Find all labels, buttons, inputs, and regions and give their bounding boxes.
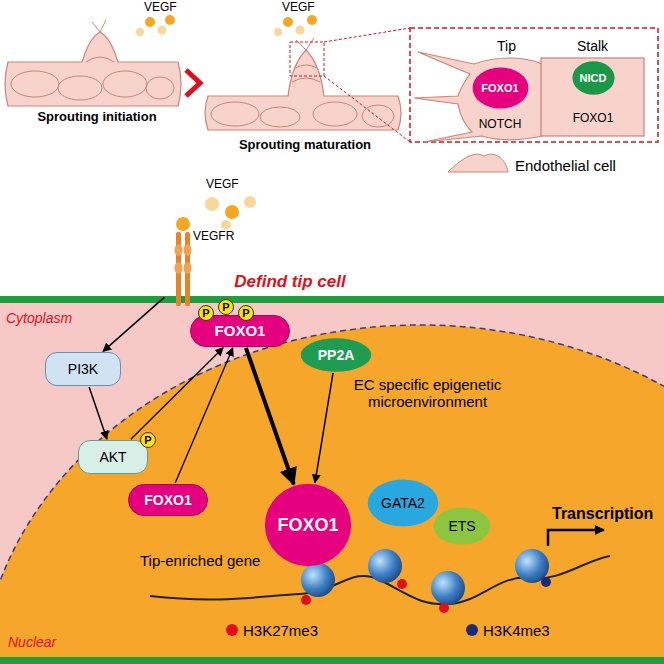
membrane <box>0 657 664 664</box>
node-text: FOXO1 <box>481 82 518 95</box>
nicd-circle: NICD <box>572 61 615 95</box>
node-text: PI3K <box>68 361 98 377</box>
foxo1-label: FOXO1 <box>563 109 623 129</box>
cell-icon <box>448 154 508 172</box>
vessel-initiation <box>5 15 181 106</box>
node-text: NICD <box>580 72 607 85</box>
pi3k-box: PI3K <box>45 352 121 386</box>
text-label: Cytoplasm <box>6 310 106 326</box>
text-label: Tip-enriched gene <box>140 552 275 569</box>
text-label: VEGF <box>144 1 194 15</box>
legend-text: H3K4me3 <box>483 622 550 639</box>
node-text: VEGFR <box>193 230 234 244</box>
legend-text: H3K27me3 <box>243 622 318 639</box>
vegfr-receptor: VEGFR <box>165 230 237 300</box>
arrow <box>131 348 223 440</box>
arrow <box>89 387 107 439</box>
arrow <box>315 373 333 483</box>
foxo1-complex: FOXO1 <box>264 483 352 567</box>
arrow <box>175 348 233 483</box>
text-label: VEGF <box>282 1 332 15</box>
node-text: AKT <box>99 449 126 465</box>
stalk-cell: StalkNICD FOXO1 <box>540 38 645 138</box>
node-text: ETS <box>448 518 475 534</box>
red-arrow <box>186 70 200 96</box>
legend-swatch <box>226 624 238 636</box>
node-text: FOXO1 <box>144 492 191 508</box>
nucleosomes <box>301 549 551 613</box>
arrow <box>103 297 164 351</box>
phospho-mark: P <box>238 305 254 321</box>
pp2a-ellipse: PP2A <box>300 338 372 372</box>
ets-ellipse: ETS <box>433 507 491 545</box>
foxo1-circle: FOXO1 <box>472 67 529 109</box>
node-text: GATA2 <box>381 495 425 511</box>
tip-cell: TipFOXO1NOTCH <box>412 38 542 144</box>
text-label: Transcription <box>552 505 662 523</box>
akt-box: AKT <box>78 440 148 474</box>
legend-swatch <box>466 624 478 636</box>
legend-text: Endothelial cell <box>515 157 616 174</box>
text-label: Sprouting maturation <box>215 138 395 153</box>
arrow <box>246 348 294 484</box>
node-text: FOXO1 <box>277 515 338 536</box>
foxo1-box: FOXO1 <box>128 484 208 516</box>
text-label: EC specific epigenetic microenvironment <box>345 376 510 411</box>
notch-label: NOTCH <box>470 115 530 135</box>
text-label: Nuclear <box>8 634 108 650</box>
phospho-mark: P <box>140 432 156 448</box>
nucleus <box>0 325 664 657</box>
text-label: VEGF <box>206 178 256 192</box>
vessel-maturation <box>205 15 658 142</box>
node-text: Stalk <box>577 38 608 54</box>
gata2-ellipse: GATA2 <box>367 479 439 527</box>
transcription-arrow <box>548 530 604 546</box>
node-text: PP2A <box>318 347 355 363</box>
node-text: FOXO1 <box>573 112 614 126</box>
node-text: FOXO1 <box>215 322 266 339</box>
phospho-mark: P <box>218 299 234 315</box>
text-label: Sprouting initiation <box>12 110 182 125</box>
node-text: NOTCH <box>479 118 522 132</box>
text-label: Defind tip cell <box>205 272 375 292</box>
phospho-mark: P <box>198 305 214 321</box>
membrane <box>0 296 664 303</box>
node-text: Tip <box>497 38 516 54</box>
